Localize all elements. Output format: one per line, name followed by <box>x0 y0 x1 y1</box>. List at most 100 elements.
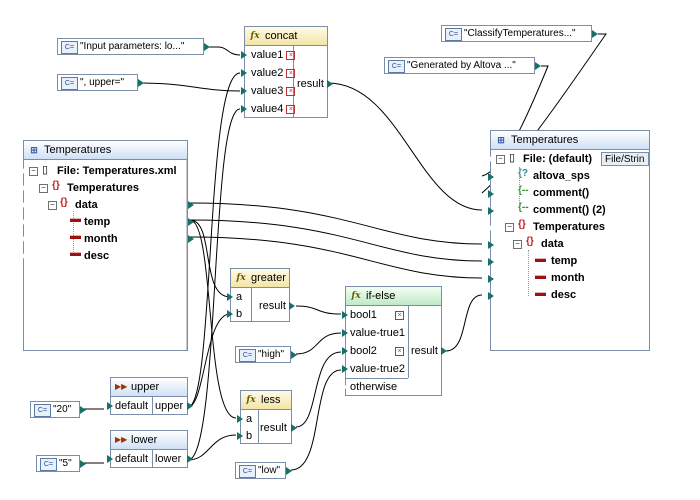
output-pin[interactable] <box>327 80 333 88</box>
output-pin[interactable] <box>187 455 193 463</box>
output-pin[interactable] <box>291 351 297 359</box>
input-pin[interactable] <box>342 365 348 373</box>
component-header[interactable]: ⊞ Temperatures <box>491 131 649 150</box>
output-pin[interactable] <box>289 302 295 310</box>
temp-node[interactable]: temp <box>551 255 578 267</box>
input-pin[interactable] <box>227 293 233 301</box>
constant-input-params[interactable]: C= "Input parameters: lo..." <box>57 38 210 55</box>
input-pin[interactable] <box>21 201 27 209</box>
function-header[interactable]: fx less <box>241 391 291 410</box>
input-b[interactable]: b <box>246 430 253 442</box>
greater-function[interactable]: fx greater a b result <box>227 268 295 322</box>
input-value4[interactable]: value4× <box>251 101 296 117</box>
collapse-toggle[interactable]: − <box>496 155 505 164</box>
input-bool2[interactable]: bool2 <box>350 343 377 359</box>
target-schema-component[interactable]: ⊞ Temperatures − ▯ File: (default) File/… <box>488 130 656 351</box>
remove-icon[interactable]: × <box>286 50 296 60</box>
file-node[interactable]: File: (default) <box>523 153 593 165</box>
input-value2[interactable]: value2× <box>251 65 296 81</box>
output-pin[interactable] <box>286 467 292 475</box>
temp-node[interactable]: temp <box>84 216 111 228</box>
function-header[interactable]: fx concat <box>245 27 327 46</box>
input-pin[interactable] <box>241 69 247 77</box>
data-element-node[interactable]: data <box>75 199 98 211</box>
input-pin[interactable] <box>237 415 243 423</box>
input-pin[interactable] <box>488 292 494 300</box>
input-pin[interactable] <box>21 235 27 243</box>
input-a[interactable]: a <box>246 413 253 425</box>
input-value1[interactable]: value1× <box>251 47 296 63</box>
output-pin[interactable] <box>650 155 656 163</box>
input-pin[interactable] <box>342 329 348 337</box>
input-value-true1[interactable]: value-true1 <box>350 327 406 339</box>
input-pin[interactable] <box>342 347 348 355</box>
output-result[interactable]: result <box>259 300 286 312</box>
input-bool1[interactable]: bool1 <box>350 307 377 323</box>
data-element-node[interactable]: data <box>541 238 564 250</box>
input-pin[interactable] <box>488 190 494 198</box>
input-b[interactable]: b <box>236 308 243 320</box>
if-else-function[interactable]: fx if-else bool1 × value-true1 bool2 × v… <box>342 286 447 396</box>
output-pin[interactable] <box>650 275 656 283</box>
input-pin[interactable] <box>21 252 27 260</box>
output-pin[interactable] <box>188 235 194 243</box>
input-default[interactable]: default <box>115 400 149 412</box>
output-pin[interactable] <box>204 43 210 51</box>
root-element-node[interactable]: Temperatures <box>533 221 605 233</box>
input-pin[interactable] <box>241 51 247 59</box>
output-pin[interactable] <box>188 167 194 175</box>
output-pin[interactable] <box>188 184 194 192</box>
input-pin[interactable] <box>488 258 494 266</box>
input-pin[interactable] <box>107 455 113 463</box>
collapse-toggle[interactable]: − <box>48 201 57 210</box>
output-result[interactable]: result <box>297 78 324 90</box>
input-pin[interactable] <box>342 383 348 391</box>
input-otherwise[interactable]: otherwise <box>350 381 398 393</box>
input-pin[interactable] <box>241 105 247 113</box>
input-a[interactable]: a <box>236 291 243 303</box>
parameter-header[interactable]: ▶▶ lower <box>111 431 187 450</box>
output-pin[interactable] <box>138 79 144 87</box>
remove-icon[interactable]: × <box>286 86 296 96</box>
output-pin[interactable] <box>188 201 194 209</box>
less-function[interactable]: fx less a b result <box>237 390 297 444</box>
output-pin[interactable] <box>441 347 447 355</box>
output-pin[interactable] <box>291 424 297 432</box>
output-pin[interactable] <box>535 62 541 70</box>
input-pin[interactable] <box>342 311 348 319</box>
input-pin[interactable] <box>21 167 27 175</box>
input-pin[interactable] <box>237 432 243 440</box>
constant-high[interactable]: C= "high" <box>235 346 297 363</box>
output-pin[interactable] <box>650 241 656 249</box>
upper-parameter[interactable]: ▶▶ upper default upper <box>107 377 193 415</box>
parameter-header[interactable]: ▶▶ upper <box>111 378 187 397</box>
input-pin[interactable] <box>227 310 233 318</box>
input-pin[interactable] <box>488 241 494 249</box>
output-lower[interactable]: lower <box>155 453 182 465</box>
input-pin[interactable] <box>488 173 494 181</box>
remove-icon[interactable]: × <box>395 311 404 320</box>
month-node[interactable]: month <box>551 272 585 284</box>
input-pin[interactable] <box>488 224 494 232</box>
desc-node[interactable]: desc <box>84 250 110 262</box>
input-pin[interactable] <box>488 275 494 283</box>
source-schema-component[interactable]: ⊞ Temperatures − ▯ File: Temperatures.xm… <box>21 140 194 351</box>
component-header[interactable]: ⊞ Temperatures <box>24 141 187 160</box>
comment-node[interactable]: comment() <box>533 187 590 199</box>
file-node[interactable]: File: Temperatures.xml <box>57 165 177 177</box>
input-pin[interactable] <box>488 155 494 163</box>
input-value3[interactable]: value3× <box>251 83 296 99</box>
output-pin[interactable] <box>650 224 656 232</box>
comment-2-node[interactable]: comment() (2) <box>533 204 606 216</box>
output-pin[interactable] <box>592 30 598 38</box>
output-result[interactable]: result <box>411 345 438 357</box>
concat-function[interactable]: fx concat value1× value2× value3× value4… <box>241 26 333 118</box>
constant-twenty[interactable]: C= "20" <box>30 401 86 418</box>
output-result[interactable]: result <box>260 422 287 434</box>
input-pin[interactable] <box>21 218 27 226</box>
constant-low[interactable]: C= "low" <box>235 462 292 479</box>
output-pin[interactable] <box>80 406 86 414</box>
input-pin[interactable] <box>488 207 494 215</box>
function-header[interactable]: fx if-else <box>346 287 441 306</box>
desc-node[interactable]: desc <box>551 289 577 301</box>
